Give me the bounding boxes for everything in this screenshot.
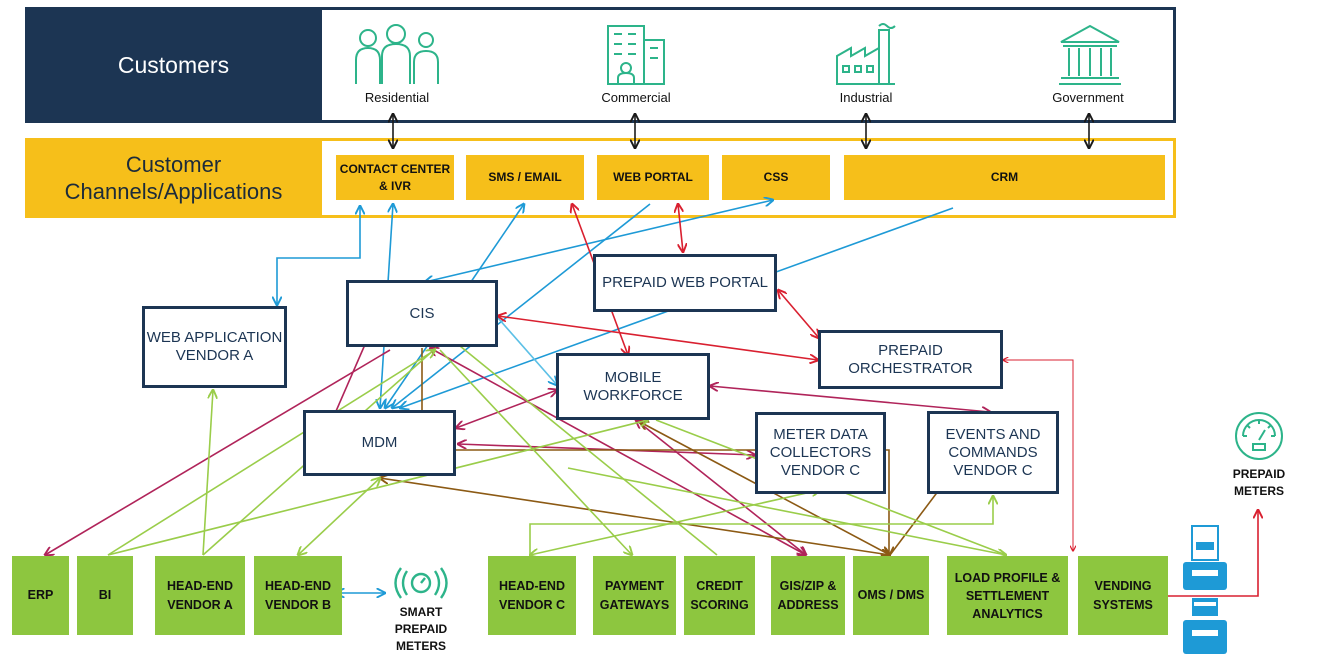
vending-kiosk-icon xyxy=(1183,525,1227,654)
mdm-box: MDM xyxy=(303,410,456,476)
segment-industrial-label: Industrial xyxy=(839,90,893,105)
prepaid-meters-label: PREPAID METERS xyxy=(1232,467,1286,498)
channel-web-portal: WEB PORTAL xyxy=(597,155,709,200)
prepaid-orchestrator-box: PREPAID ORCHESTRATOR xyxy=(818,330,1003,389)
erp-box: ERP xyxy=(12,556,69,635)
smart-prepaid-meters-label: SMART PREPAID METERS xyxy=(394,605,448,653)
head-end-vendor-c-box: HEAD-END VENDOR C xyxy=(488,556,576,635)
channel-contact-center: CONTACT CENTER & IVR xyxy=(336,155,454,200)
commercial-building-icon xyxy=(607,25,665,85)
channel-crm: CRM xyxy=(844,155,1165,200)
head-end-vendor-b-box: HEAD-END VENDOR B xyxy=(254,556,342,635)
residential-people-icon xyxy=(355,24,439,84)
vending-systems-box: VENDING SYSTEMS xyxy=(1078,556,1168,635)
load-profile-settlement-box: LOAD PROFILE & SETTLEMENT ANALYTICS xyxy=(947,556,1068,635)
channels-title: Customer Channels/Applications xyxy=(25,138,322,218)
government-building-icon xyxy=(1059,24,1121,85)
mobile-workforce-box: MOBILE WORKFORCE xyxy=(556,353,710,420)
oms-dms-box: OMS / DMS xyxy=(853,556,929,635)
payment-gateways-box: PAYMENT GATEWAYS xyxy=(593,556,676,635)
bi-box: BI xyxy=(77,556,133,635)
gauge-meter-icon xyxy=(1235,412,1283,460)
channel-sms-email: SMS / EMAIL xyxy=(466,155,584,200)
smart-meter-signal-icon xyxy=(394,567,448,599)
prepaid-web-portal-box: PREPAID WEB PORTAL xyxy=(593,254,777,312)
meter-data-collectors-box: METER DATA COLLECTORS VENDOR C xyxy=(755,412,886,494)
events-commands-box: EVENTS AND COMMANDS VENDOR C xyxy=(927,411,1059,494)
segment-residential-label: Residential xyxy=(364,90,430,105)
channels-title-text: Customer Channels/Applications xyxy=(64,152,283,204)
credit-scoring-box: CREDIT SCORING xyxy=(684,556,755,635)
customers-title: Customers xyxy=(25,7,322,123)
channel-css: CSS xyxy=(722,155,830,200)
segment-commercial-label: Commercial xyxy=(601,90,671,105)
head-end-vendor-a-box: HEAD-END VENDOR A xyxy=(155,556,245,635)
industrial-factory-icon xyxy=(836,23,896,85)
gis-zip-address-box: GIS/ZIP & ADDRESS xyxy=(771,556,845,635)
web-application-vendor-a: WEB APPLICATION VENDOR A xyxy=(142,306,287,388)
cis-box: CIS xyxy=(346,280,498,347)
segment-government-label: Government xyxy=(1052,90,1124,105)
